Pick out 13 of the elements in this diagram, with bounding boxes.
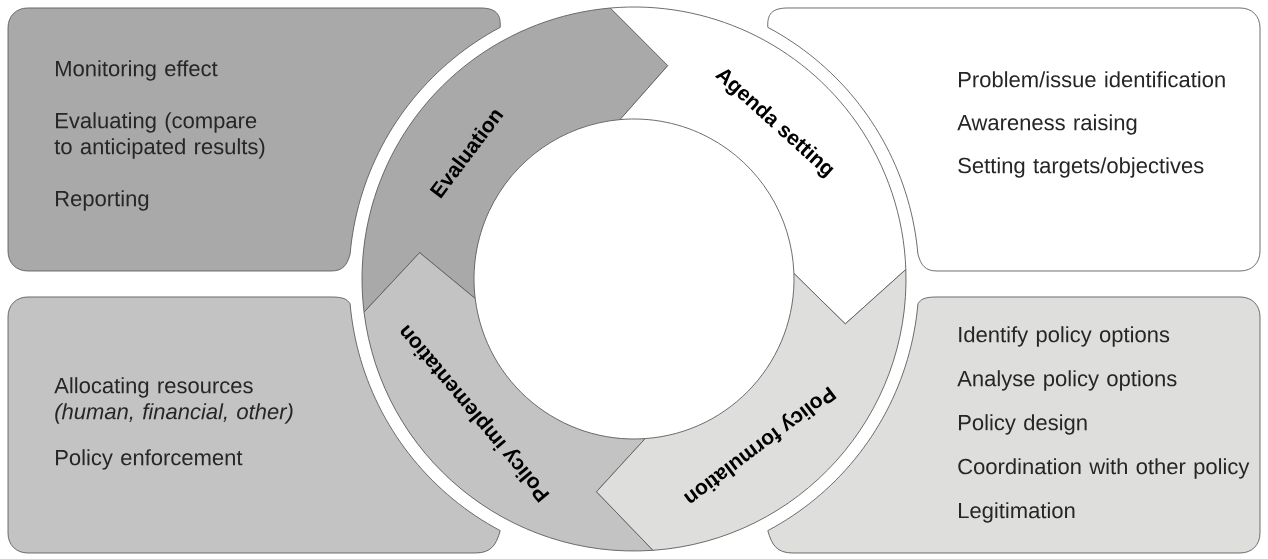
list-item: Awareness raising — [957, 114, 1137, 135]
list-item: Coordination with other policy — [958, 458, 1250, 479]
list-item: Evaluating (compare to anticipated results) — [54, 112, 265, 159]
list-item: Monitoring effect — [56, 60, 218, 81]
list-item: Reporting — [56, 190, 149, 211]
list-item: Legitimation — [959, 502, 1075, 523]
list-item: Problem/issue identification — [959, 71, 1225, 88]
list-item: Allocating resources (human, financial, other) — [54, 377, 293, 424]
list-item: Analyse policy options — [957, 370, 1177, 391]
list-item: Policy enforcement — [56, 449, 243, 470]
list-item: Identify policy options — [959, 326, 1170, 347]
list-item: Setting targets/objectives — [958, 157, 1204, 178]
list-item: Policy design — [959, 414, 1087, 435]
